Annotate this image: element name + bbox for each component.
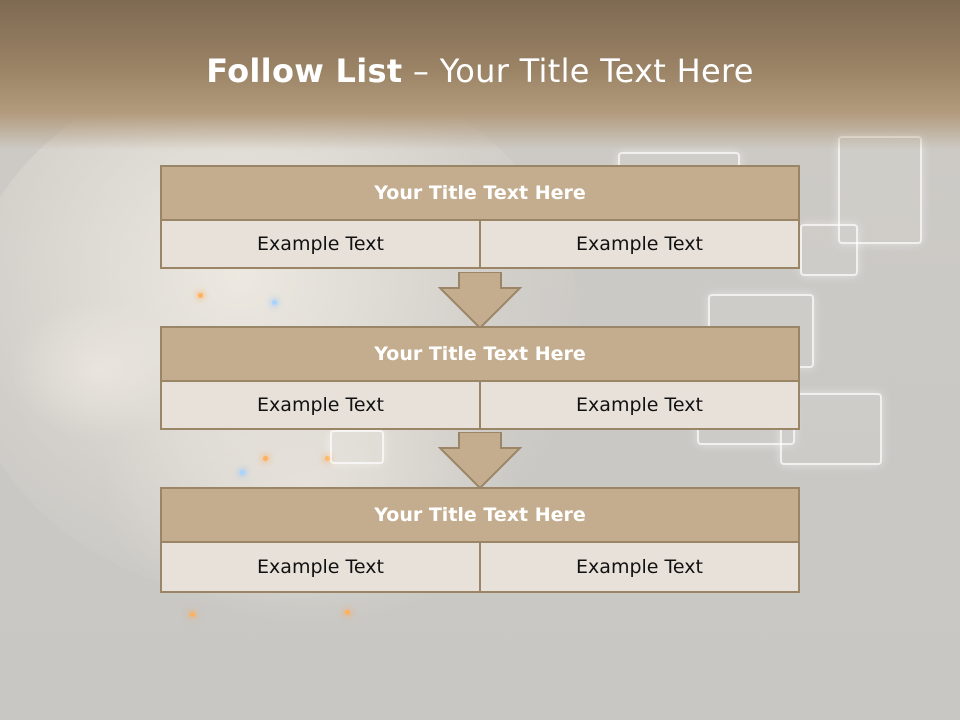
block-cell-left[interactable]: Example Text [160, 221, 481, 269]
block-title[interactable]: Your Title Text Here [160, 487, 800, 543]
block-title[interactable]: Your Title Text Here [160, 165, 800, 221]
background-spark [198, 293, 203, 298]
list-block-2: Your Title Text Here Example Text Exampl… [160, 326, 800, 430]
slide-title-bold: Follow List [206, 52, 403, 90]
background-spark [325, 456, 330, 461]
background-panel [838, 136, 922, 244]
down-arrow-icon [438, 272, 522, 330]
background-panel [800, 224, 858, 276]
slide-title: Follow List – Your Title Text Here [0, 52, 960, 90]
background-spark [240, 470, 245, 475]
block-row: Example Text Example Text [160, 221, 800, 269]
list-block-1: Your Title Text Here Example Text Exampl… [160, 165, 800, 269]
block-cell-right[interactable]: Example Text [481, 382, 800, 430]
block-cell-right[interactable]: Example Text [481, 221, 800, 269]
block-title[interactable]: Your Title Text Here [160, 326, 800, 382]
background-spark [263, 456, 268, 461]
list-block-3: Your Title Text Here Example Text Exampl… [160, 487, 800, 593]
background-spark [272, 300, 277, 305]
block-row: Example Text Example Text [160, 382, 800, 430]
block-row: Example Text Example Text [160, 543, 800, 593]
block-cell-left[interactable]: Example Text [160, 382, 481, 430]
background-spark [345, 610, 350, 615]
slide-title-rest: – Your Title Text Here [402, 52, 754, 90]
background-panel [330, 430, 384, 464]
block-cell-right[interactable]: Example Text [481, 543, 800, 593]
down-arrow-icon [438, 432, 522, 490]
block-cell-left[interactable]: Example Text [160, 543, 481, 593]
header-band [0, 0, 960, 150]
background-spark [190, 612, 195, 617]
